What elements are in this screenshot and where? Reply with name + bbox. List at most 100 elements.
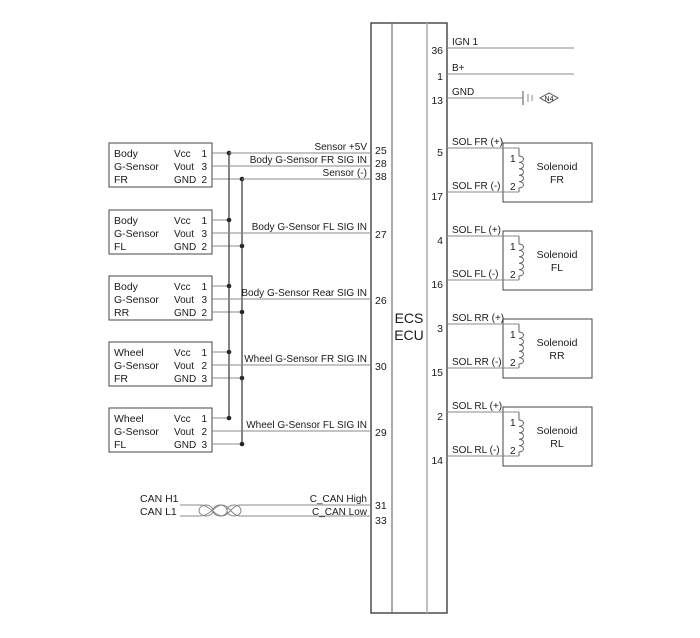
ecu-pin-number: 17 [431,191,443,203]
sensor-name-line: Body [114,148,139,160]
ecu-label-line2: ECU [394,327,424,343]
sensor-name-line: G-Sensor [114,161,159,173]
ecu-pin-number: 15 [431,367,443,379]
pin-number: 1 [201,282,207,293]
ecu-pin-number: 25 [375,145,387,157]
sensor-box [108,209,213,255]
sensor-name-line: G-Sensor [114,426,159,438]
ecu-pin-number: 26 [375,295,387,307]
sensor-name-line: FL [114,439,126,451]
pin-name: Vcc [174,414,191,425]
pin-name: Vcc [174,216,191,227]
sensor-name-line: Wheel [114,347,144,359]
sensor-name-line: G-Sensor [114,228,159,240]
sol-neg-label: SOL FL (-) [452,269,498,280]
twisted-pair-icon [212,504,228,517]
pin-name: Vcc [174,348,191,359]
coil-pin-number: 1 [510,154,516,165]
signal-38: Sensor (-)38 [242,168,387,183]
pin-name: GND [174,308,196,319]
coil-pin-number: 2 [510,270,516,281]
ecu-pin-number: 29 [375,427,387,439]
pin-number: 3 [201,295,207,306]
pin-number: 1 [201,348,207,359]
pin-number: 2 [201,361,207,372]
sensor-box [108,341,213,387]
sensor-box [108,275,213,321]
sensor-name-line: Wheel [114,413,144,425]
signal-label: Wheel G-Sensor FL SIG IN [246,420,367,431]
pin-number: 1 [201,414,207,425]
sensor-name-line: RR [114,307,130,319]
solenoid-name-line: FR [550,174,564,186]
pin-number: 2 [201,242,207,253]
coil-icon [518,148,524,192]
sol-pos-label: SOL FL (+) [452,225,501,236]
ecu-pin-number: 16 [431,279,443,291]
solenoid-name-line: Solenoid [537,425,578,437]
power-ign-1: IGN 136 [431,37,574,57]
ecu-pin-number: 5 [437,147,443,159]
solenoid-name-line: RL [550,438,564,450]
ecu-pin-number: 1 [437,71,443,83]
signal-label: Body G-Sensor Rear SIG IN [241,288,367,299]
coil-icon [518,412,524,456]
pin-number: 1 [201,149,207,160]
signal-label: Sensor (-) [323,168,367,179]
signal-29: Wheel G-Sensor FL SIG IN 29 [212,420,387,439]
power-label: IGN 1 [452,37,479,48]
ecu-pin-number: 4 [437,235,443,247]
sol-neg-label: SOL RR (-) [452,357,502,368]
ecu-pin-number: 33 [375,515,387,527]
solenoid-name-line: Solenoid [537,337,578,349]
ecu-label-line1: ECS [395,310,424,326]
pin-name: Vcc [174,149,191,160]
solenoid-name-line: FL [551,262,563,274]
pin-name: Vout [174,295,194,306]
solenoid-name-line: Solenoid [537,161,578,173]
ecu-pin-number: 30 [375,361,387,373]
can-l-signal: C_CAN Low [312,507,368,518]
coil-icon [518,324,524,368]
sensor-name-line: FL [114,241,126,253]
coil-pin-number: 1 [510,242,516,253]
sol-neg-label: SOL RL (-) [452,445,500,456]
pin-number: 2 [201,175,207,186]
sensor-box [108,407,213,453]
twisted-pair-icon [226,504,242,517]
pin-number: 3 [201,440,207,451]
pin-number: 3 [201,374,207,385]
signal-26: Body G-Sensor Rear SIG IN 26 [212,288,387,307]
pin-name: Vout [174,427,194,438]
pin-name: GND [174,175,196,186]
ecu-box: ECS ECU [370,22,448,614]
sensor-box [108,142,213,188]
ecu-pin-number: 14 [431,455,443,467]
sensor-name-line: Body [114,281,139,293]
pin-name: Vout [174,361,194,372]
coil-pin-number: 2 [510,182,516,193]
ecu-pin-number: 27 [375,229,387,241]
ecu-pin-number: 2 [437,411,443,423]
pin-name: Vout [174,162,194,173]
power-label: B+ [452,63,465,74]
pin-name: GND [174,374,196,385]
signal-label: Wheel G-Sensor FR SIG IN [244,354,367,365]
ground-ref-label: N4 [545,96,554,103]
pin-name: Vcc [174,282,191,293]
pin-number: 1 [201,216,207,227]
coil-pin-number: 2 [510,358,516,369]
coil-pin-number: 2 [510,446,516,457]
